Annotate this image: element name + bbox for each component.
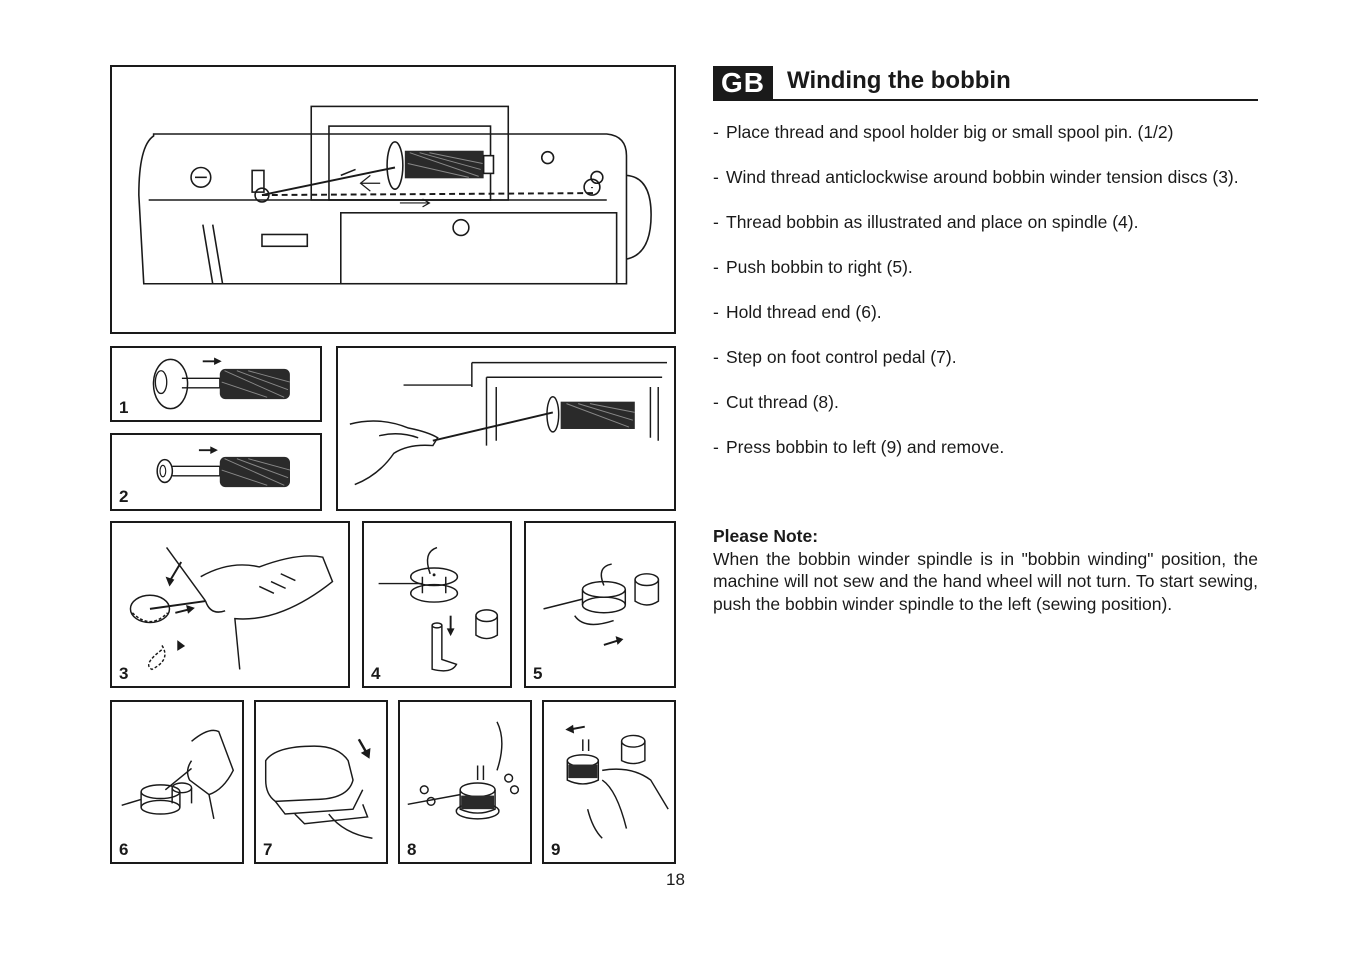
figure-step-4: 4 — [362, 521, 512, 688]
note-title: Please Note: — [713, 526, 819, 546]
list-dash: - — [713, 167, 719, 187]
instruction-item: -Press bobbin to left (9) and remove. — [713, 436, 1258, 459]
figure-step-8: 8 — [398, 700, 532, 864]
instruction-item: -Thread bobbin as illustrated and place … — [713, 211, 1258, 234]
title-divider — [713, 99, 1258, 101]
figure-step-5: 5 — [524, 521, 676, 688]
instruction-text: Thread bobbin as illustrated and place o… — [726, 212, 1139, 232]
instruction-item: -Push bobbin to right (5). — [713, 256, 1258, 279]
figure-step-7: 7 — [254, 700, 388, 864]
instruction-item: -Hold thread end (6). — [713, 301, 1258, 324]
figure-number: 3 — [119, 664, 129, 683]
instruction-text: Press bobbin to left (9) and remove. — [726, 437, 1005, 457]
list-dash: - — [713, 347, 719, 367]
machine-top-illustration — [138, 105, 652, 285]
instruction-item: -Cut thread (8). — [713, 391, 1258, 414]
spool-small-pin-illustration — [156, 446, 291, 488]
figure-number: 5 — [533, 664, 543, 683]
figure-step-2: 2 — [110, 433, 322, 511]
figure-thread-guide — [336, 346, 676, 511]
figure-number: 6 — [119, 840, 129, 859]
instruction-item: -Step on foot control pedal (7). — [713, 346, 1258, 369]
list-dash: - — [713, 212, 719, 232]
remove-bobbin-illustration — [565, 724, 669, 839]
list-dash: - — [713, 437, 719, 457]
page-number: 18 — [666, 870, 685, 889]
figure-number: 2 — [119, 487, 129, 506]
instruction-text: Hold thread end (6). — [726, 302, 882, 322]
figure-number: 7 — [263, 840, 273, 859]
note-section: Please Note: When the bobbin winder spin… — [713, 525, 1258, 615]
cut-thread-illustration — [407, 721, 520, 820]
push-bobbin-right-illustration — [543, 563, 660, 646]
list-dash: - — [713, 257, 719, 277]
hand-thread-guide-illustration — [349, 361, 667, 486]
figure-machine-top-view — [110, 65, 676, 334]
figure-number: 8 — [407, 840, 417, 859]
note-body: When the bobbin winder spindle is in "bo… — [713, 548, 1258, 614]
language-badge: GB — [713, 66, 773, 100]
figure-step-9: 9 — [542, 700, 676, 864]
bobbin-on-spindle-illustration — [378, 546, 499, 672]
figure-number: 1 — [119, 398, 129, 417]
figure-number: 4 — [371, 664, 381, 683]
spool-big-pin-illustration — [152, 357, 291, 410]
figure-number: 9 — [551, 840, 561, 859]
page-title: Winding the bobbin — [787, 67, 1011, 94]
figure-step-6: 6 — [110, 700, 244, 864]
figure-step-3: 3 — [110, 521, 350, 688]
hold-thread-end-illustration — [121, 729, 235, 820]
instruction-item: -Place thread and spool holder big or sm… — [713, 121, 1258, 144]
instruction-item: -Wind thread anticlockwise around bobbin… — [713, 166, 1258, 189]
instruction-text: Place thread and spool holder big or sma… — [726, 122, 1174, 142]
instruction-text: Cut thread (8). — [726, 392, 839, 412]
list-dash: - — [713, 302, 719, 322]
instruction-list: -Place thread and spool holder big or sm… — [713, 121, 1258, 481]
list-dash: - — [713, 122, 719, 142]
instruction-text: Push bobbin to right (5). — [726, 257, 913, 277]
tension-disc-winding-illustration — [129, 546, 334, 671]
figure-step-1: 1 — [110, 346, 322, 422]
instruction-text: Step on foot control pedal (7). — [726, 347, 957, 367]
instruction-text: Wind thread anticlockwise around bobbin … — [726, 167, 1239, 187]
list-dash: - — [713, 392, 719, 412]
foot-pedal-illustration — [264, 738, 373, 839]
